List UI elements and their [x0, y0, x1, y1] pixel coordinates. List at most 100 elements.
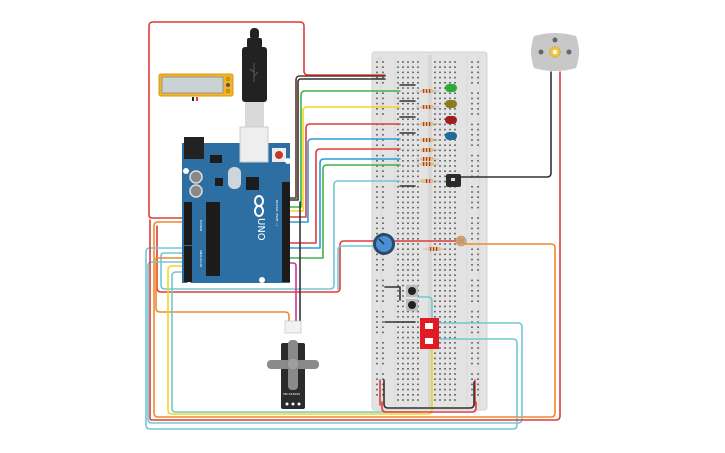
- breadboard-hole: [407, 347, 409, 349]
- pushbutton-2[interactable]: [406, 299, 418, 311]
- wire-red-power[interactable]: [148, 21, 386, 219]
- wire-yellow-bottom[interactable]: [167, 265, 433, 415]
- breadboard-hole: [382, 290, 384, 292]
- wire-cyan-bottom-3[interactable]: [171, 271, 421, 413]
- breadboard-hole: [454, 383, 456, 386]
- breadboard-hole: [376, 331, 378, 334]
- breadboard-hole: [449, 243, 451, 245]
- resistor-band: [423, 179, 425, 183]
- breadboard-hole: [454, 295, 456, 297]
- wire-red-pot[interactable]: [156, 225, 461, 293]
- breadboard-hole: [397, 336, 399, 339]
- breadboard-hole: [397, 196, 399, 198]
- breadboard-hole: [449, 362, 451, 365]
- wire-cyan-bottom-2[interactable]: [147, 261, 523, 424]
- breadboard-hole: [444, 326, 446, 328]
- resistor[interactable]: [421, 138, 434, 142]
- wire-black-motor[interactable]: [459, 71, 552, 178]
- wire-cyan-pot[interactable]: [337, 245, 381, 290]
- breadboard-hole: [376, 253, 378, 256]
- breadboard-hole: [402, 290, 404, 292]
- breadboard-hole: [439, 66, 441, 68]
- wire-cyan-button[interactable]: [417, 296, 433, 321]
- breadboard-hole: [449, 316, 451, 318]
- breadboard-hole: [397, 144, 399, 146]
- resistor[interactable]: [421, 157, 434, 161]
- wire-cyan-1[interactable]: [160, 180, 401, 290]
- breadboard-hole: [439, 232, 441, 235]
- breadboard-hole: [439, 383, 441, 386]
- breadboard-hole: [477, 186, 479, 188]
- resistor[interactable]: [421, 148, 434, 152]
- leds: [445, 84, 457, 140]
- jumper-black-rail: [383, 379, 475, 409]
- led-yellow[interactable]: [445, 100, 457, 108]
- breadboard-hole: [444, 180, 446, 183]
- breadboard-hole: [434, 269, 436, 271]
- resistor[interactable]: [421, 179, 434, 183]
- wire-cyan-bottom-1[interactable]: [145, 247, 518, 430]
- wire-green-1[interactable]: [289, 90, 401, 208]
- resistor[interactable]: [421, 162, 434, 166]
- breadboard-hole: [417, 170, 419, 172]
- breadboard-hole: [402, 180, 404, 183]
- breadboard-hole: [454, 269, 456, 271]
- breadboard-hole: [477, 196, 479, 198]
- breadboard-hole: [439, 274, 441, 276]
- breadboard-hole: [417, 76, 419, 79]
- breadboard-hole: [407, 238, 409, 240]
- pushbutton-1[interactable]: [406, 285, 418, 297]
- led-green[interactable]: [445, 84, 457, 92]
- breadboard-hole: [402, 134, 404, 136]
- breadboard-hole: [382, 92, 384, 94]
- breadboard-hole: [434, 113, 436, 115]
- arduino-uno[interactable]: UNO DIGITAL (PWM ~) POWER ANALOG IN: [182, 126, 291, 283]
- breadboard-hole: [449, 232, 451, 235]
- wire-black-gnd-2[interactable]: [289, 75, 386, 199]
- wire-yellow-1[interactable]: [289, 106, 401, 212]
- potentiometer[interactable]: [373, 233, 395, 255]
- breadboard-hole: [449, 206, 451, 209]
- wire-red-2[interactable]: [289, 148, 401, 244]
- breadboard-hole: [402, 175, 404, 178]
- wire-black-gnd-1[interactable]: [289, 78, 386, 201]
- breadboard-hole: [402, 113, 404, 115]
- breadboard-hole: [454, 97, 456, 100]
- led-red[interactable]: [445, 116, 457, 124]
- resistor-band: [426, 138, 428, 142]
- breadboard-hole: [449, 264, 451, 266]
- wire-magenta-servo[interactable]: [289, 262, 297, 326]
- breadboard-hole: [477, 321, 479, 323]
- servo-motor[interactable]: SM-S2309S: [267, 320, 319, 409]
- breadboard-hole: [376, 378, 378, 380]
- breadboard-hole: [439, 269, 441, 271]
- lcd-display[interactable]: [158, 73, 234, 101]
- resistor[interactable]: [421, 105, 434, 109]
- breadboard-hole: [454, 113, 456, 115]
- wire-blue-2[interactable]: [289, 158, 401, 249]
- wire-red-1[interactable]: [289, 123, 401, 218]
- resistor-band: [423, 138, 425, 142]
- resistor[interactable]: [421, 122, 434, 126]
- wire-red-motor[interactable]: [149, 71, 561, 421]
- breadboard-hole: [471, 196, 473, 198]
- photoresistor[interactable]: [455, 235, 467, 247]
- transistor[interactable]: [446, 174, 461, 187]
- wire-orange-servo[interactable]: [155, 257, 290, 326]
- wire-green-2[interactable]: [289, 164, 401, 259]
- breadboard-hole: [382, 128, 384, 131]
- breadboard-hole: [382, 331, 384, 334]
- resistor[interactable]: [421, 89, 434, 93]
- breadboard-hole: [412, 160, 414, 162]
- breadboard-hole: [382, 175, 384, 178]
- wire-orange-1[interactable]: [153, 221, 556, 418]
- dc-motor[interactable]: [531, 33, 579, 71]
- wire-blue-1[interactable]: [289, 138, 401, 223]
- led-blue[interactable]: [445, 132, 457, 140]
- breadboard[interactable]: + -: [371, 51, 488, 411]
- breadboard-hole: [434, 383, 436, 386]
- resistor[interactable]: [428, 247, 441, 251]
- breadboard-hole: [439, 336, 441, 339]
- dip-switch[interactable]: [420, 318, 439, 349]
